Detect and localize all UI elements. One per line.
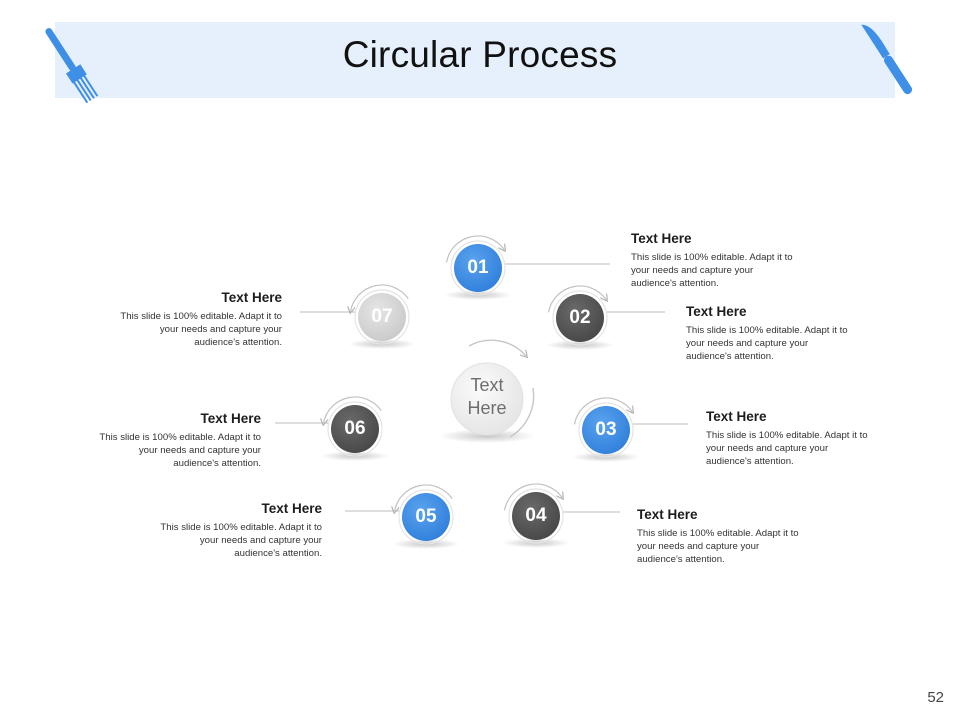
- step-label-04: Text Here This slide is 100% editable. A…: [637, 507, 857, 566]
- step-arrow-05: [395, 484, 453, 511]
- slide-title: Circular Process: [342, 34, 618, 75]
- step-label-07: Text Here This slide is 100% editable. A…: [62, 290, 282, 349]
- step-ring-02: [552, 290, 608, 346]
- step-circle-06: [331, 405, 379, 453]
- step-node-05: [345, 484, 460, 549]
- step-label-06: Text Here This slide is 100% editable. A…: [41, 411, 261, 470]
- step-circle-03: [582, 406, 630, 454]
- step-heading-07: Text Here: [221, 290, 282, 305]
- step-node-07: [300, 284, 416, 349]
- step-arrow-06: [324, 396, 382, 423]
- step-ring-03: [578, 402, 634, 458]
- step-number-01: 01: [467, 257, 489, 278]
- center-label-line-2: Here: [467, 398, 507, 418]
- step-arrow-07: [351, 284, 409, 311]
- step-number-07: 07: [371, 306, 393, 327]
- step-heading-03: Text Here: [706, 409, 767, 424]
- step-number-05: 05: [415, 506, 437, 527]
- step-description-01: This slide is 100% editable. Adapt it to…: [631, 252, 793, 289]
- fork-icon: [45, 28, 99, 104]
- step-ring-06: [327, 401, 383, 457]
- step-description-02: This slide is 100% editable. Adapt it to…: [686, 325, 848, 362]
- step-label-01: Text Here This slide is 100% editable. A…: [631, 231, 851, 290]
- step-ring-01: [450, 240, 506, 296]
- step-node-02: [546, 285, 665, 350]
- step-number-04: 04: [525, 505, 547, 526]
- step-heading-05: Text Here: [261, 501, 322, 516]
- step-circle-02: [556, 294, 604, 342]
- step-arrow-04: [503, 483, 563, 511]
- step-node-03: [572, 397, 688, 462]
- step-ring-05: [398, 489, 454, 545]
- step-label-03: Text Here This slide is 100% editable. A…: [706, 409, 926, 468]
- step-heading-04: Text Here: [637, 507, 698, 522]
- step-label-02: Text Here This slide is 100% editable. A…: [686, 304, 906, 363]
- step-heading-06: Text Here: [200, 411, 261, 426]
- step-arrow-01: [445, 235, 505, 263]
- center-label: Text Here: [447, 374, 527, 420]
- step-circle-07: [358, 293, 406, 341]
- center-node: [439, 339, 535, 443]
- step-number-02: 02: [569, 307, 591, 328]
- step-ring-07: [354, 289, 410, 345]
- step-node-01: [444, 235, 610, 300]
- step-label-05: Text Here This slide is 100% editable. A…: [102, 501, 322, 560]
- step-circle-04: [512, 492, 560, 540]
- page-number: 52: [927, 689, 944, 706]
- center-arrow-right: [509, 387, 535, 438]
- step-node-04: [502, 483, 620, 548]
- step-description-04: This slide is 100% editable. Adapt it to…: [637, 528, 799, 565]
- center-node-shadow: [439, 429, 535, 443]
- step-circle-01: [454, 244, 502, 292]
- step-description-06: This slide is 100% editable. Adapt it to…: [99, 432, 261, 469]
- step-arrow-03: [573, 397, 633, 425]
- center-label-line-1: Text: [470, 375, 504, 395]
- step-description-05: This slide is 100% editable. Adapt it to…: [160, 522, 322, 559]
- step-heading-02: Text Here: [686, 304, 747, 319]
- title-banner: [55, 22, 895, 98]
- center-arrow-top: [468, 339, 526, 356]
- step-description-03: This slide is 100% editable. Adapt it to…: [706, 430, 868, 467]
- step-arrow-02: [547, 285, 607, 313]
- step-node-06: [275, 396, 389, 461]
- step-number-06: 06: [344, 418, 366, 439]
- step-heading-01: Text Here: [631, 231, 692, 246]
- step-ring-04: [508, 488, 564, 544]
- center-circle: [450, 362, 524, 436]
- step-description-07: This slide is 100% editable. Adapt it to…: [120, 311, 282, 348]
- knife-icon: [861, 24, 913, 95]
- step-circle-05: [402, 493, 450, 541]
- step-number-03: 03: [595, 419, 617, 440]
